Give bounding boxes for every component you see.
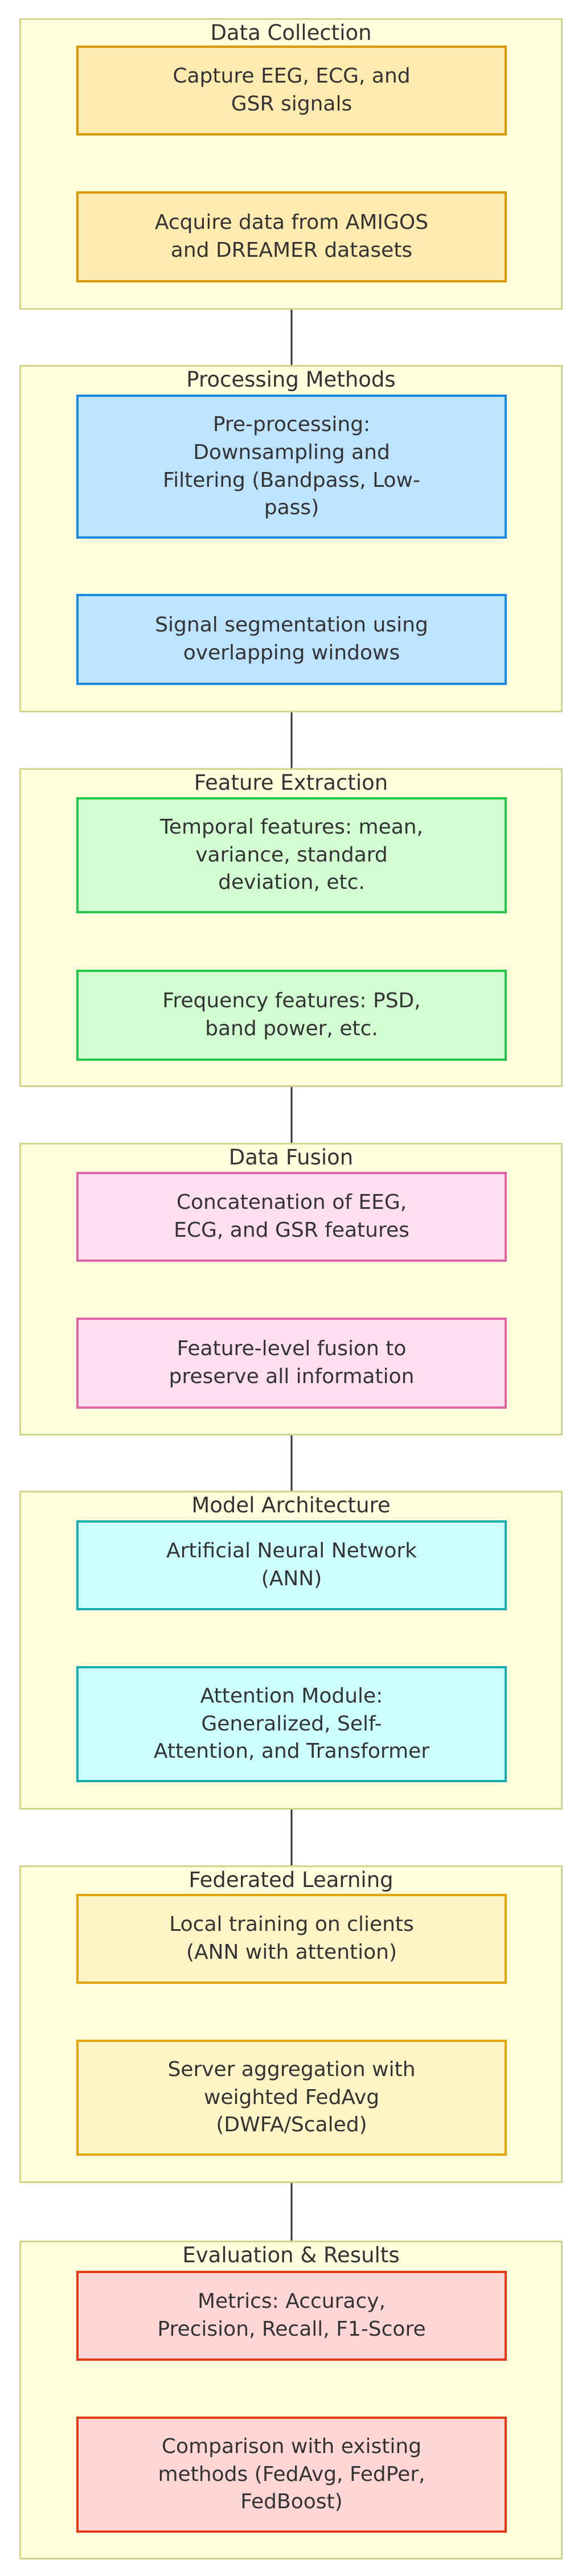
process-node: Server aggregation with weighted FedAvg … bbox=[76, 2040, 507, 2156]
process-node: Feature-level fusion to preserve all inf… bbox=[76, 1318, 507, 1409]
process-node: Frequency features: PSD, band power, etc… bbox=[76, 970, 507, 1061]
group-title: Evaluation & Results bbox=[182, 2243, 400, 2267]
process-node: Attention Module: Generalized, Self- Att… bbox=[76, 1666, 507, 1782]
process-node: Concatenation of EEG, ECG, and GSR featu… bbox=[76, 1172, 507, 1262]
process-node: Comparison with existing methods (FedAvg… bbox=[76, 2417, 507, 2533]
group-title: Federated Learning bbox=[188, 1868, 394, 1892]
process-node: Signal segmentation using overlapping wi… bbox=[76, 594, 507, 685]
process-node: Pre-processing: Downsampling and Filteri… bbox=[76, 395, 507, 539]
process-node: Temporal features: mean, variance, stand… bbox=[76, 797, 507, 913]
process-node: Artificial Neural Network (ANN) bbox=[76, 1520, 507, 1610]
process-node: Metrics: Accuracy, Precision, Recall, F1… bbox=[76, 2271, 507, 2361]
group-title: Processing Methods bbox=[186, 367, 396, 392]
process-node: Acquire data from AMIGOS and DREAMER dat… bbox=[76, 191, 507, 282]
process-node: Capture EEG, ECG, and GSR signals bbox=[76, 46, 507, 136]
group-title: Data Collection bbox=[210, 20, 372, 45]
group-title: Model Architecture bbox=[191, 1493, 391, 1517]
group-title: Data Fusion bbox=[228, 1145, 354, 1170]
process-node: Local training on clients (ANN with atte… bbox=[76, 1894, 507, 1984]
group-title: Feature Extraction bbox=[194, 770, 388, 795]
